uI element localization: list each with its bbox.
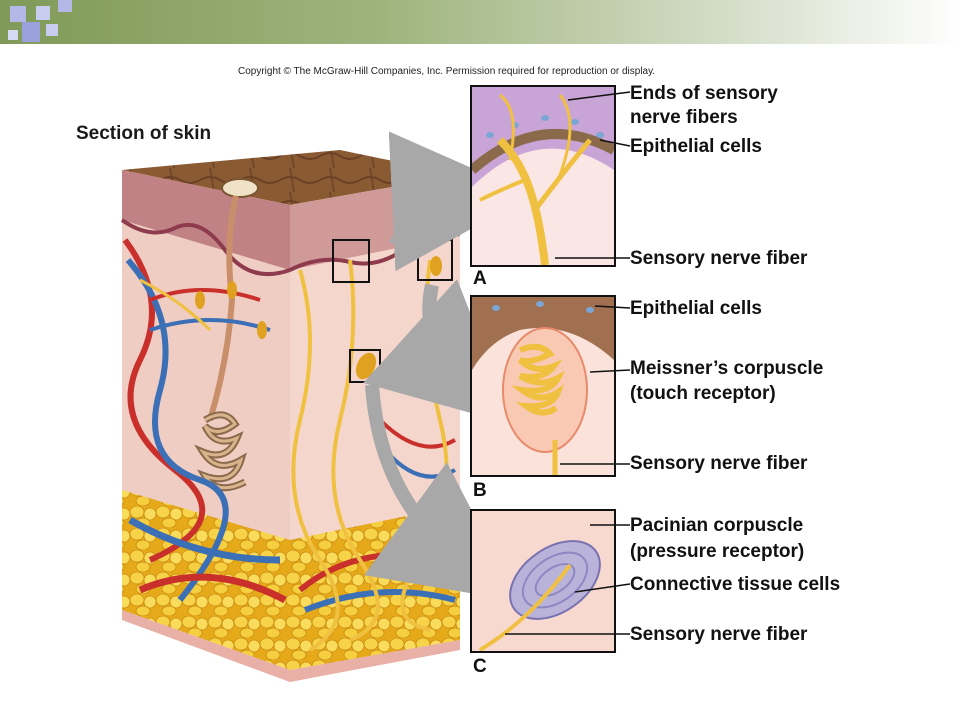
label-ends-of-sensory: Ends of sensory — [630, 83, 778, 104]
nerve-fiber — [291, 269, 340, 652]
panel-b — [470, 295, 631, 477]
label-sensory-nerve-fiber-b: Sensory nerve fiber — [630, 453, 808, 474]
panel-c — [470, 509, 631, 653]
label-epithelial-cells-a: Epithelial cells — [630, 136, 762, 157]
artery — [122, 238, 206, 563]
arrow-to-panel-c — [364, 384, 519, 602]
highlight-box-a — [332, 239, 370, 283]
label-sensory-nerve-fiber-a: Sensory nerve fiber — [630, 248, 808, 269]
deco-square — [36, 6, 50, 20]
arrow-to-panel-a — [388, 131, 532, 272]
label-meissners-corpuscle: Meissner’s corpuscle — [630, 358, 824, 379]
vein — [125, 258, 229, 602]
skin-surface — [122, 150, 460, 205]
label-pacinian-corpuscle: Pacinian corpuscle — [630, 515, 804, 536]
diagram-title: Section of skin — [76, 123, 212, 144]
arrow-to-panel-b — [363, 279, 514, 425]
deco-square — [58, 0, 72, 12]
panel-letter-b: B — [473, 480, 487, 501]
label-epithelial-cells-b: Epithelial cells — [630, 298, 762, 319]
header-bar — [0, 0, 960, 44]
label-nerve-fibers: nerve fibers — [630, 107, 738, 128]
deco-square — [46, 24, 58, 36]
deco-square — [10, 6, 26, 22]
label-sensory-nerve-fiber-c: Sensory nerve fiber — [630, 624, 808, 645]
panel-letter-a: A — [473, 268, 487, 289]
label-touch-receptor: (touch receptor) — [630, 383, 776, 404]
label-pressure-receptor: (pressure receptor) — [630, 541, 805, 562]
copyright-text: Copyright © The McGraw-Hill Companies, I… — [238, 66, 656, 77]
panel-a — [470, 85, 631, 267]
label-connective-tissue-cells: Connective tissue cells — [630, 574, 841, 595]
deco-square — [22, 22, 40, 42]
deco-square — [8, 30, 18, 40]
hair-follicle — [221, 178, 259, 198]
panel-letter-c: C — [473, 656, 487, 677]
